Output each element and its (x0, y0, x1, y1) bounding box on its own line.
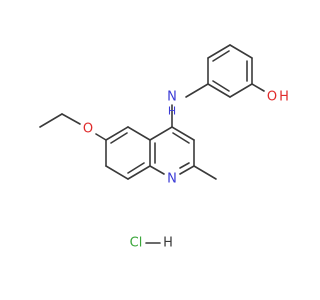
bond-q-double-c2n (179, 162, 190, 169)
bond-b-double-a (110, 132, 128, 144)
molecule-diagram: N H O H O N Cl H (39, 44, 289, 251)
bond-b-c5-c6 (105, 126, 129, 141)
hydroxyl-o-label: O (267, 90, 277, 105)
bond-c-oh (251, 83, 265, 92)
bond-q-c4-c3 (171, 126, 195, 141)
bond-phenyl-nh (185, 83, 209, 98)
bond-b-c8-c8a (127, 165, 151, 180)
hydrogen-label: H (163, 236, 173, 251)
amine-h-label: H (168, 105, 176, 118)
bond-phenol-double-b (212, 80, 230, 92)
bond-b-double-b (127, 162, 145, 174)
bond-phenol-1 (207, 44, 231, 59)
hydroxyl-h-label: H (279, 90, 289, 105)
bond-q-double-c4c3 (172, 132, 190, 144)
bond-c6-oether (95, 133, 107, 141)
chlorine-label: Cl (130, 236, 143, 251)
bond-b-c4a-c5 (127, 126, 151, 141)
bond-phenol-4 (229, 83, 253, 98)
ether-o-label: O (83, 122, 93, 137)
ring-n-label: N (167, 172, 177, 187)
bond-q-c2-n1 (179, 165, 195, 175)
bond-c2-methyl (193, 165, 217, 180)
bond-ch2-ch3 (39, 113, 63, 128)
structure-canvas: N H O H O N Cl H (39, 44, 289, 251)
bond-phenol-6 (229, 44, 253, 59)
amine-n-label: N (167, 90, 177, 105)
bond-phenol-double-a (212, 50, 230, 62)
bond-q-c4-c4a (149, 126, 173, 141)
bond-phenol-3 (207, 83, 231, 98)
bond-q-n1-c8a (149, 165, 165, 175)
bond-b-c7-c8 (105, 165, 129, 180)
bond-oether-ch2 (61, 113, 81, 125)
